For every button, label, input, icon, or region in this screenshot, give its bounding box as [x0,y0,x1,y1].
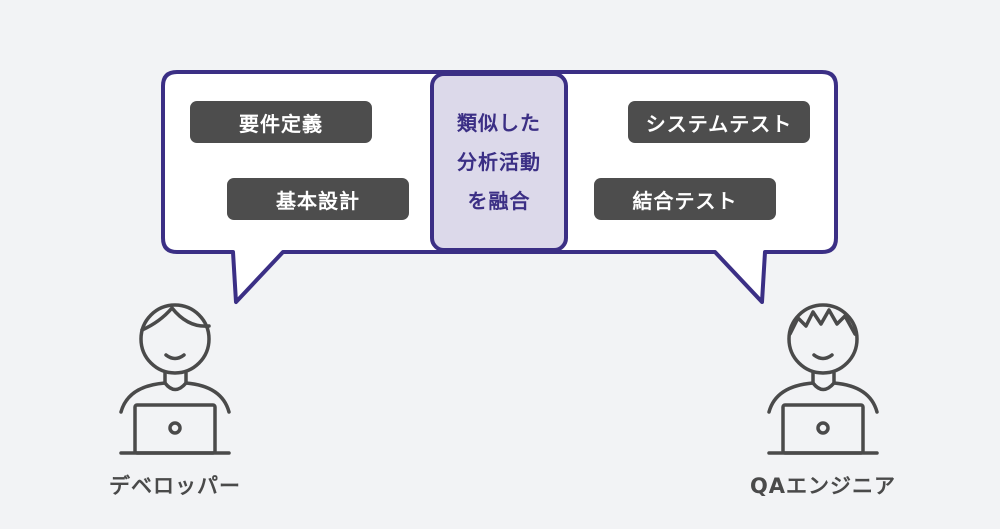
qa-engineer-label: QAエンジニア [749,474,897,498]
merged-analysis-box: 類似した 分析活動 を融合 [430,72,568,252]
center-line-3: を融合 [467,188,531,213]
task-pill-basic-design: 基本設計 [227,178,409,220]
task-pill-integration-test: 結合テスト [594,178,776,220]
task-pill-requirements: 要件定義 [190,101,372,143]
task-pill-system-test: システムテスト [628,101,810,143]
qa-engineer-person-icon [767,303,879,455]
developer-label: デベロッパー [109,474,241,498]
center-line-2: 分析活動 [457,149,541,174]
center-line-1: 類似した [457,110,541,135]
developer-person-icon [119,303,231,455]
